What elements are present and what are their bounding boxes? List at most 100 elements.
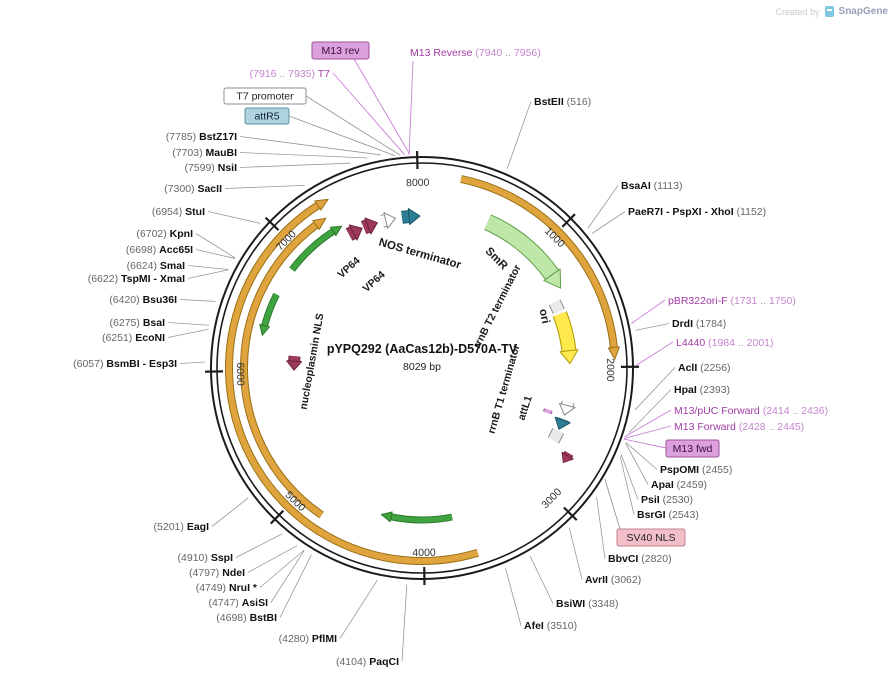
watermark-brand: SnapGene [838,6,888,17]
svg-text:(7300) SacII: (7300) SacII [164,183,222,195]
feature-sv40-nls-arc[interactable] [561,450,574,463]
svg-text:(4749) NruI *: (4749) NruI * [196,582,258,594]
svg-text:M13 Reverse (7940 .. 7956): M13 Reverse (7940 .. 7956) [410,47,541,59]
enzyme-label-bsaai[interactable]: BsaAI (1113) [587,180,682,229]
svg-text:ApaI (2459): ApaI (2459) [651,479,707,491]
enzyme-label-paqci[interactable]: (4104) PaqCI [336,584,408,668]
svg-text:AclI (2256): AclI (2256) [678,362,731,374]
feature-label-ori: ori [537,308,552,325]
enzyme-label-bsrgi[interactable]: BsrGI (2543) [619,456,699,521]
enzyme-label-bsiwi[interactable]: BsiWI (3348) [529,555,618,610]
feature-label-vp64-2: VP64 [360,269,387,295]
primer-label-t7[interactable]: (7916 .. 7935) T7 [250,68,405,156]
enzyme-label-pflmi[interactable]: (4280) PflMI [279,580,378,645]
enzyme-label-drdi[interactable]: DrdI (1784) [635,318,727,331]
feature-rrnb-t1-terminator[interactable]: rrnB T1 terminator [486,343,565,444]
svg-text:pBR322ori-F (1731 .. 1750): pBR322ori-F (1731 .. 1750) [668,295,796,307]
enzyme-label-nrui[interactable]: (4749) NruI * [196,549,305,594]
enzyme-label-psii[interactable]: PsiI (2530) [620,454,693,506]
enzyme-label-afei[interactable]: AfeI (3510) [505,568,577,632]
svg-text:M13 rev: M13 rev [322,45,361,57]
svg-text:(4280) PflMI: (4280) PflMI [279,633,337,645]
boxed-label-m13-rev[interactable]: M13 rev [311,41,411,155]
svg-text:BsaAI (1113): BsaAI (1113) [621,180,682,192]
enzyme-label-bbvci[interactable]: BbvCI (2820) [596,496,672,565]
enzyme-label-stui[interactable]: (6954) StuI [152,206,261,224]
svg-text:AfeI (3510): AfeI (3510) [524,620,577,632]
enzyme-label-acli[interactable]: AclI (2256) [634,362,731,411]
enzyme-label-bsu36i[interactable]: (6420) Bsu36I [109,294,216,306]
tick-label-1000: 1000 [542,225,567,250]
feature-attl1[interactable]: attL1 [516,394,576,422]
enzyme-label-sacii[interactable]: (7300) SacII [164,183,305,195]
enzyme-label-bsteii[interactable]: BstEII (516) [506,96,591,169]
tick-label-4000: 4000 [412,547,436,559]
svg-text:(4797) NdeI: (4797) NdeI [189,567,245,579]
feature-nucleoplasmin-nls[interactable]: nucleoplasmin NLS [286,312,327,410]
svg-text:(4104) PaqCI: (4104) PaqCI [336,656,399,668]
primer-label-pbr322ori-f[interactable]: pBR322ori-F (1731 .. 1750) [631,295,796,324]
feature-spacer-arrow[interactable] [380,212,396,229]
enzyme-label-smai[interactable]: (6624) SmaI [127,260,229,272]
svg-text:(6624) SmaI: (6624) SmaI [127,260,185,272]
enzyme-label-tspmi-xmai[interactable]: (6622) TspMI - XmaI [88,269,229,285]
feature-gene-arc-inner[interactable] [240,217,327,519]
enzyme-label-pspomi[interactable]: PspOMI (2455) [625,442,733,476]
primer-label-m13-reverse[interactable]: M13 Reverse (7940 .. 7956) [408,47,541,155]
svg-text:(4698) BstBI: (4698) BstBI [216,612,277,624]
boxed-label-m13-fwd[interactable]: M13 fwd [623,438,720,458]
svg-text:SV40 NLS: SV40 NLS [626,532,675,544]
svg-text:(6698) Acc65I: (6698) Acc65I [126,244,193,256]
primer-label-m13-puc-forward[interactable]: M13/pUC Forward (2414 .. 2436) [624,405,828,438]
enzyme-label-acc65i[interactable]: (6698) Acc65I [126,244,235,259]
feature-vp64-1[interactable]: VP64 [335,224,363,281]
feature-m13-fwd-primer-site[interactable] [542,408,553,415]
svg-text:L4440 (1984 .. 2001): L4440 (1984 .. 2001) [676,337,774,349]
primer-label-l4440[interactable]: L4440 (1984 .. 2001) [635,337,774,366]
enzyme-label-econi[interactable]: (6251) EcoNI [102,328,209,344]
enzyme-label-avrii[interactable]: AvrII (3062) [568,527,641,586]
feature-ori[interactable]: ori [537,308,579,365]
boxed-label-attr5[interactable]: attR5 [244,107,396,157]
tick-label-6000: 6000 [234,362,246,386]
enzyme-label-asisi[interactable]: (4747) AsiSI [208,550,305,609]
boxed-label-t7-promoter[interactable]: T7 promoter [223,87,401,156]
svg-text:PsiI (2530): PsiI (2530) [641,494,693,506]
svg-text:(6420) Bsu36I: (6420) Bsu36I [109,294,177,306]
enzyme-label-apai[interactable]: ApaI (2459) [625,442,707,491]
feature-site-arrow-teal[interactable] [554,416,571,430]
feature-vp64-2[interactable]: VP64 [360,217,388,295]
enzyme-label-bstz17i[interactable]: (7785) BstZ17I [166,131,381,156]
feature-cassette-arc-upper[interactable] [460,175,620,360]
primer-label-m13-forward[interactable]: M13 Forward (2428 .. 2445) [623,421,804,439]
feature-orf-arrow-bottom[interactable] [380,511,453,524]
enzyme-label-paer7i-pspxi-xhoi[interactable]: PaeR7I - PspXI - XhoI (1152) [591,206,766,234]
enzyme-label-sspi[interactable]: (4910) SspI [178,533,283,564]
svg-text:attR5: attR5 [254,111,279,123]
svg-text:(7599) NsiI: (7599) NsiI [184,162,237,174]
boxed-label-sv40-nls[interactable]: SV40 NLS [604,478,686,547]
feature-label-rrnb-t1-terminator: rrnB T1 terminator [486,343,523,435]
tick-label-3000: 3000 [539,486,564,511]
enzyme-label-bstbi[interactable]: (4698) BstBI [216,554,312,624]
enzyme-label-maubi[interactable]: (7703) MauBI [172,147,368,159]
backbone-inner-circle [216,162,628,574]
plasmid-size: 8029 bp [403,361,441,373]
enzyme-label-bsmbi-esp3i[interactable]: (6057) BsmBI - Esp3I [73,358,206,370]
svg-text:(6251) EcoNI: (6251) EcoNI [102,332,165,344]
feature-label-nos-terminator: NOS terminator [377,237,463,272]
enzyme-label-hpai[interactable]: HpaI (2393) [628,384,730,433]
svg-text:HpaI (2393): HpaI (2393) [674,384,730,396]
tick-7000 [264,216,280,231]
feature-orf-arrow-left[interactable] [259,292,280,336]
enzyme-label-nsii[interactable]: (7599) NsiI [184,162,351,174]
enzyme-label-eagi[interactable]: (5201) EagI [154,497,249,533]
feature-gene-arc-outer[interactable] [225,198,479,565]
tick-3000 [563,506,578,521]
svg-text:(6057) BsmBI - Esp3I: (6057) BsmBI - Esp3I [73,358,177,370]
enzyme-label-kpni[interactable]: (6702) KpnI [136,228,236,259]
feature-orf-arrow-upper-left[interactable] [289,225,343,272]
enzyme-label-ndei[interactable]: (4797) NdeI [189,545,298,579]
enzyme-label-bsai[interactable]: (6275) BsaI [110,317,210,329]
